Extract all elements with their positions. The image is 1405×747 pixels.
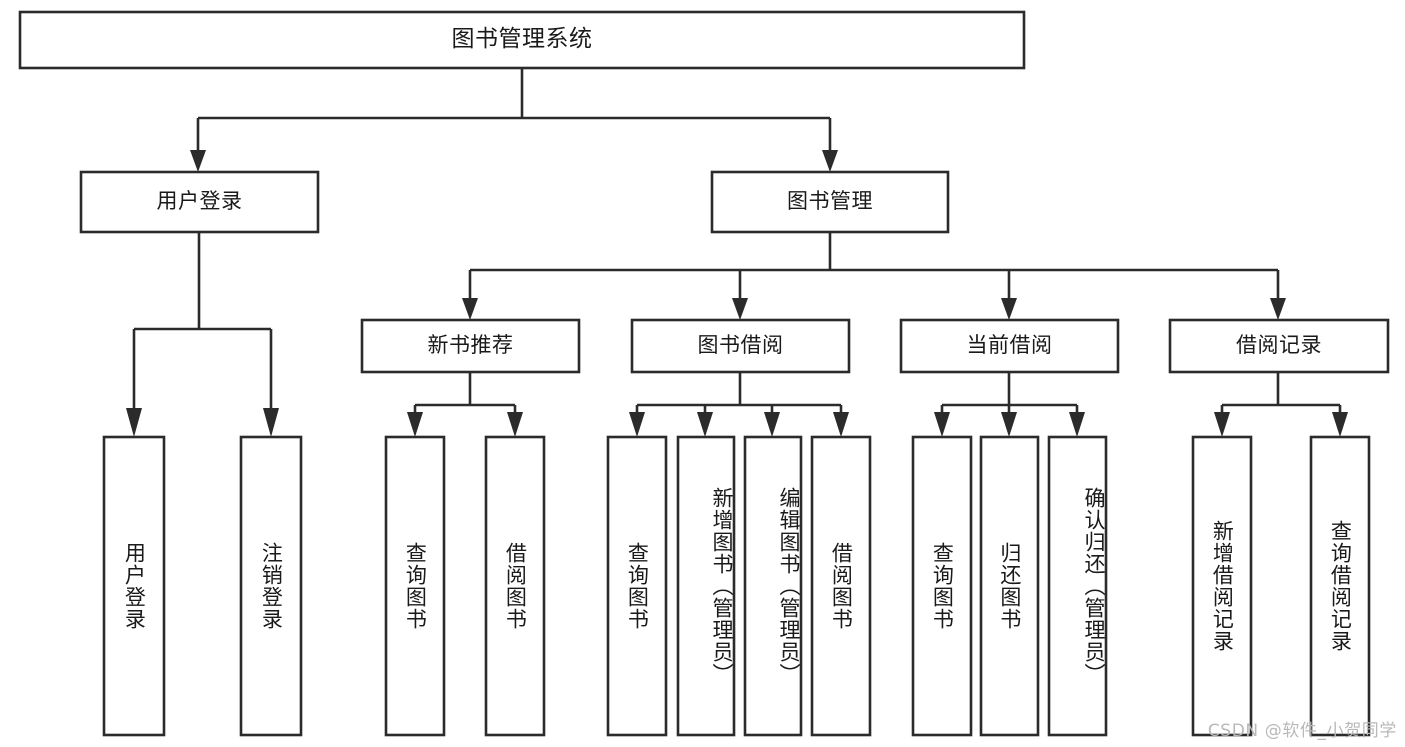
node-box-leaf-add-record[interactable] [1191, 435, 1253, 737]
node-box-borrow-record[interactable] [1168, 318, 1390, 374]
node-box-leaf-query-book-2[interactable] [606, 435, 668, 737]
connector-bookborrow-to-leaves [629, 372, 849, 437]
node-box-new-book-rec[interactable] [360, 318, 581, 374]
connector-borrowrecord-to-leaves [1214, 372, 1348, 437]
node-box-leaf-user-login[interactable] [102, 435, 166, 737]
node-box-current-borrow[interactable] [899, 318, 1120, 374]
node-box-leaf-query-book-3[interactable] [911, 435, 973, 737]
connector-newbook-to-leaves [407, 372, 523, 437]
node-box-leaf-user-logout[interactable] [239, 435, 303, 737]
node-box-book-manage[interactable] [710, 170, 950, 234]
node-box-leaf-query-book-1[interactable] [384, 435, 446, 737]
node-box-leaf-edit-book[interactable] [743, 435, 803, 737]
node-box-leaf-borrow-book-2[interactable] [810, 435, 872, 737]
node-box-book-borrow[interactable] [630, 318, 851, 374]
connector-root-to-level2 [190, 68, 838, 172]
node-box-leaf-return-book[interactable] [979, 435, 1040, 737]
node-box-leaf-borrow-book-1[interactable] [484, 435, 546, 737]
node-box-leaf-confirm-return[interactable] [1047, 435, 1108, 737]
node-box-leaf-add-book[interactable] [676, 435, 736, 737]
connector-currentborrow-to-leaves [934, 372, 1085, 437]
connector-userlogin-to-leaves [126, 232, 279, 437]
node-box-root[interactable] [18, 10, 1026, 70]
node-box-user-login[interactable] [79, 170, 320, 234]
connector-bookmanage-to-level3 [462, 232, 1286, 320]
node-box-leaf-query-record[interactable] [1309, 435, 1371, 737]
